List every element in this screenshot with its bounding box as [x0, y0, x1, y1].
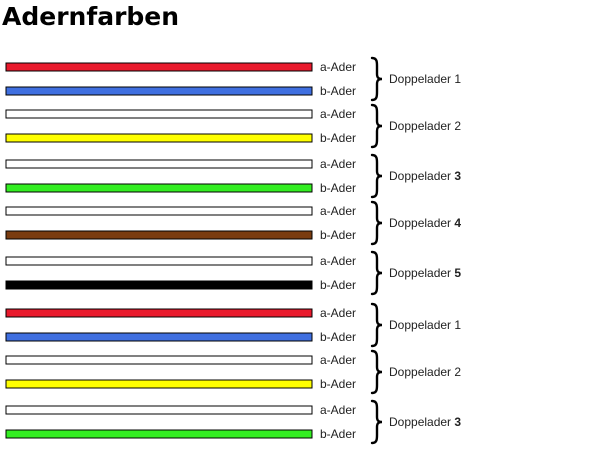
wire-gruen-bar [5, 183, 313, 193]
pair-label: Doppelader 1 [389, 72, 461, 86]
pair-label: Doppelader 5 [389, 266, 461, 280]
pair-prefix: Doppelader [389, 365, 451, 379]
wire-gruen-bar [5, 429, 313, 439]
wire-label: b-Ader [320, 278, 356, 292]
wire-weiss-bar [5, 355, 313, 365]
wire-rot-bar [5, 62, 313, 72]
pair-prefix: Doppelader [389, 216, 451, 230]
wire-rot-bar [5, 308, 313, 318]
pair-prefix: Doppelader [389, 169, 451, 183]
pair-prefix: Doppelader [389, 119, 451, 133]
curly-brace [370, 349, 383, 395]
curly-brace [370, 302, 383, 348]
wire-label: b-Ader [320, 427, 356, 441]
pair-number: 3 [454, 169, 461, 183]
wire-label: b-Ader [320, 131, 356, 145]
page-title: Adernfarben [2, 2, 180, 31]
pair-number: 4 [454, 216, 461, 230]
curly-brace [370, 103, 383, 149]
wire-label: b-Ader [320, 228, 356, 242]
wire-pair: a-Ader b-Ader Doppelader 5 [5, 250, 461, 296]
pair-number: 1 [454, 72, 461, 86]
pair-label: Doppelader 3 [389, 415, 461, 429]
pair-label: Doppelader 2 [389, 119, 461, 133]
wire-pair: a-Ader b-Ader Doppelader 4 [5, 200, 461, 246]
wire-pair: a-Ader b-Ader Doppelader 3 [5, 399, 461, 445]
wire-label: a-Ader [320, 107, 356, 121]
wire-pair: a-Ader b-Ader Doppelader 1 [5, 302, 461, 348]
pair-label: Doppelader 4 [389, 216, 461, 230]
pair-prefix: Doppelader [389, 415, 451, 429]
wire-weiss-bar [5, 159, 313, 169]
wire-label: a-Ader [320, 157, 356, 171]
wire-schwarz-bar [5, 280, 313, 290]
wire-label: a-Ader [320, 403, 356, 417]
wire-pair: a-Ader b-Ader Doppelader 3 [5, 153, 461, 199]
wire-label: b-Ader [320, 181, 356, 195]
pair-number: 2 [454, 119, 461, 133]
wire-pair: a-Ader b-Ader Doppelader 1 [5, 56, 461, 102]
wire-label: a-Ader [320, 306, 356, 320]
curly-brace [370, 399, 383, 445]
pair-label: Doppelader 3 [389, 169, 461, 183]
wire-blau-bar [5, 86, 313, 96]
curly-brace [370, 56, 383, 102]
pair-number: 5 [454, 266, 461, 280]
pair-number: 3 [454, 415, 461, 429]
pair-number: 1 [454, 318, 461, 332]
curly-brace [370, 250, 383, 296]
pair-prefix: Doppelader [389, 318, 451, 332]
pair-number: 2 [454, 365, 461, 379]
wire-gelb-bar [5, 133, 313, 143]
wire-weiss-bar [5, 109, 313, 119]
wire-label: a-Ader [320, 254, 356, 268]
wire-braun-bar [5, 230, 313, 240]
wire-label: b-Ader [320, 84, 356, 98]
pair-prefix: Doppelader [389, 72, 451, 86]
wire-gelb-bar [5, 379, 313, 389]
wire-label: a-Ader [320, 353, 356, 367]
wire-blau-bar [5, 332, 313, 342]
wire-weiss-bar [5, 405, 313, 415]
curly-brace [370, 200, 383, 246]
wire-label: a-Ader [320, 60, 356, 74]
wire-weiss-bar [5, 256, 313, 266]
wire-pair: a-Ader b-Ader Doppelader 2 [5, 349, 461, 395]
pair-label: Doppelader 2 [389, 365, 461, 379]
pair-prefix: Doppelader [389, 266, 451, 280]
wire-label: b-Ader [320, 377, 356, 391]
wire-weiss-bar [5, 206, 313, 216]
pair-label: Doppelader 1 [389, 318, 461, 332]
wire-label: a-Ader [320, 204, 356, 218]
wire-pair: a-Ader b-Ader Doppelader 2 [5, 103, 461, 149]
wire-label: b-Ader [320, 330, 356, 344]
curly-brace [370, 153, 383, 199]
